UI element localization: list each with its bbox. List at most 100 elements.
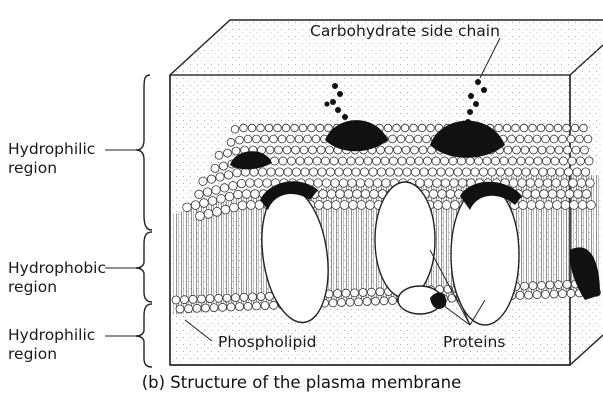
phospholipid-head [552,179,560,187]
carbohydrate-label: Carbohydrate side chain [310,22,500,41]
phospholipid-head [398,157,406,165]
proteins-label: Proteins [443,333,505,352]
phospholipid-head [353,190,362,199]
phospholipid-head [309,168,317,176]
phospholipid-head [437,168,445,176]
phospholipid-head [219,303,227,311]
phospholipid-head [221,205,230,214]
phospholipid-head [442,201,451,210]
phospholipid-head [578,201,587,210]
phospholipid-head [335,168,343,176]
phospholipid-head [389,297,397,305]
phospholipid-head [393,124,401,132]
phospholipid-head [227,138,235,146]
phospholipid-head [314,179,322,187]
phospholipid-head [419,146,427,154]
phospholipid-head [548,190,557,199]
phospholipid-head [565,190,574,199]
phospholipid-head [244,302,252,310]
phospholipid-head [315,201,324,210]
phospholipid-head [237,179,245,187]
phospholipid-head [342,289,350,297]
phospholipid-head [246,179,254,187]
phospholipid-head [520,124,528,132]
phospholipid-head [530,168,538,176]
phospholipid-head [240,293,248,301]
phospholipid-head [418,124,426,132]
phospholipid-head [308,124,316,132]
phospholipid-head [193,304,201,312]
phospholipid-head [518,179,526,187]
phospholipid-head [282,124,290,132]
phospholipid-head [527,201,536,210]
phospholipid-head [534,157,542,165]
phospholipid-head [385,146,393,154]
phospholipid-head [253,302,261,310]
phospholipid-head [249,293,257,301]
phospholipid-head [199,177,207,185]
phospholipid-head [210,304,218,312]
phospholipid-head [233,169,241,177]
phospholipid-head [555,146,563,154]
phospholipid-head [519,201,528,210]
phospholipid-head [457,157,465,165]
phospholipid-head [292,168,300,176]
phospholipid-head [224,149,232,157]
phospholipid-head [207,175,215,183]
phospholipid-head [267,168,275,176]
phospholipid-head [206,295,214,303]
phospholipid-head [479,168,487,176]
phospholipid-head [543,179,551,187]
phospholipid-head [572,146,580,154]
phospholipid-head [576,157,584,165]
phospholipid-head [248,124,256,132]
phospholipid-head [508,135,516,143]
phospholipid-head [261,302,269,310]
phospholipid-head [539,168,547,176]
phospholipid-head [441,179,449,187]
phospholipid-head [576,135,584,143]
phospholipid-head [287,157,295,165]
phospholipid-head [564,146,572,154]
phospholipid-head [500,157,508,165]
phospholipid-head [381,157,389,165]
phospholipid-head [257,293,265,301]
phospholipid-head [359,289,367,297]
phospholipid-head [488,168,496,176]
phospholipid-head [403,168,411,176]
phospholipid-head [568,157,576,165]
phospholipid-head [366,201,375,210]
phospholipid-head [270,301,278,309]
phospholipid-head [355,157,363,165]
phospholipid-head [557,190,566,199]
phospholipid-head [200,199,209,208]
phospholipid-head [261,135,269,143]
phospholipid-head [338,299,346,307]
phospholipid-head [217,194,226,203]
phospholipid-head [360,168,368,176]
phospholipid-head [525,157,533,165]
phospholipid-head [372,297,380,305]
phospholipid-head [313,157,321,165]
phospholipid-head [346,298,354,306]
phospholipid-head [389,157,397,165]
phospholipid-head [429,190,438,199]
phospholipid-head [361,190,370,199]
phospholipid-head [254,179,262,187]
phospholipid-head [355,298,363,306]
phospholipid-head [301,168,309,176]
phospholipid-head [304,157,312,165]
phospholipid-head [544,201,553,210]
phospholipid-head [275,146,283,154]
phospholipid-head [238,201,247,210]
phospholipid-head [529,282,537,290]
phospholipid-head [185,305,193,313]
phospholipid-head [319,190,328,199]
phospholipid-head [496,168,504,176]
phospholipid-head [563,280,571,288]
phospholipid-head [580,124,588,132]
phospholipid-head [559,290,567,298]
phospholipid-head [554,124,562,132]
phospholipid-head [326,146,334,154]
